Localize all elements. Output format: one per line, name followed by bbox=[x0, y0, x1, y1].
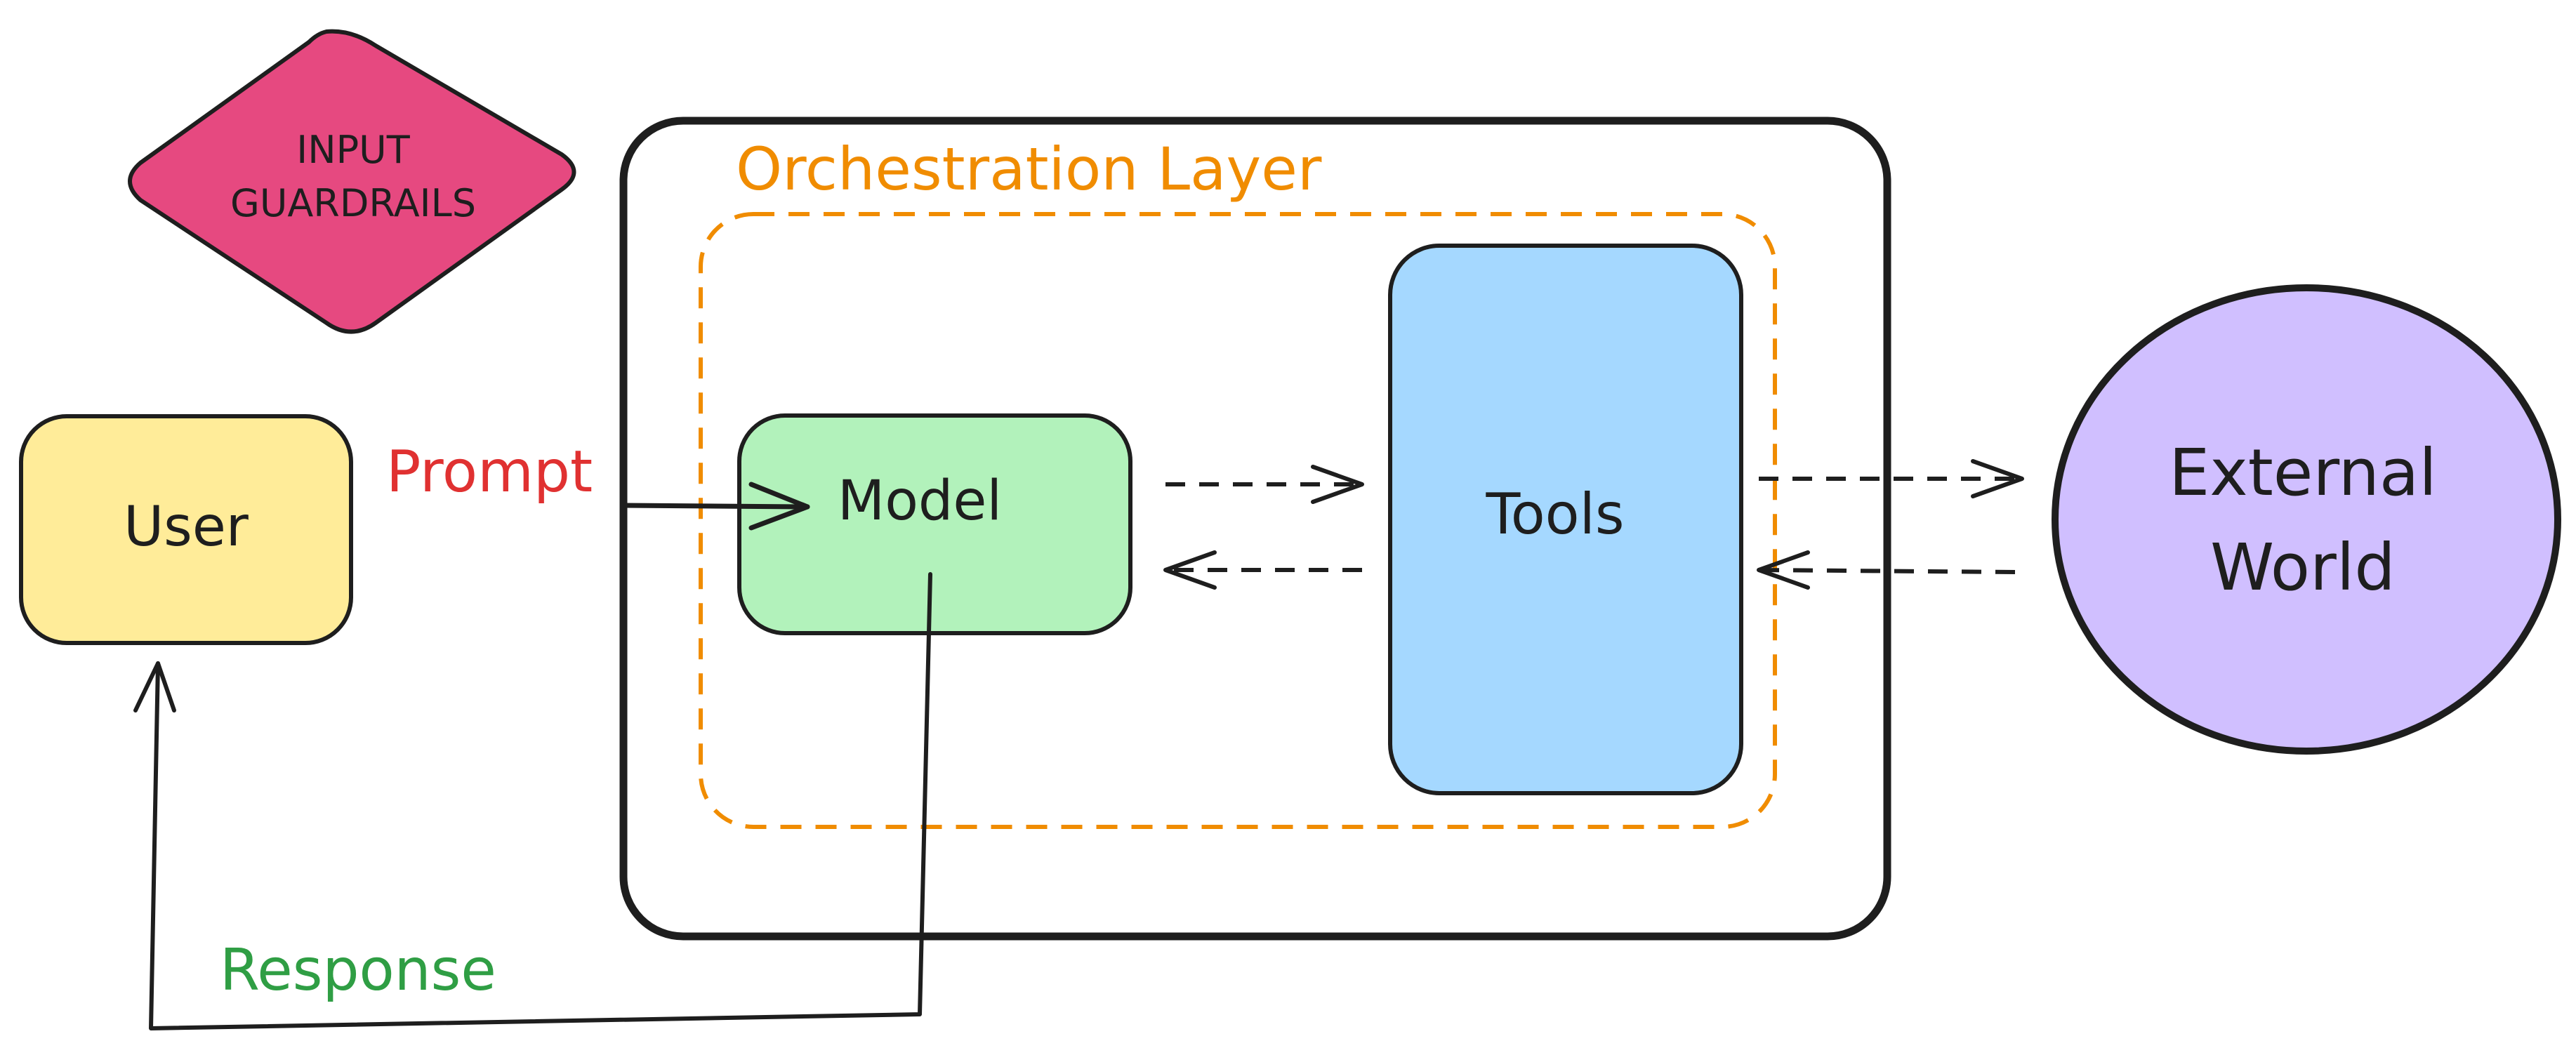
input-guardrails-label-line2: GUARDRAILS bbox=[230, 181, 476, 225]
prompt-label: Prompt bbox=[386, 439, 593, 505]
prompt-arrow bbox=[621, 482, 810, 531]
response-arrow bbox=[133, 572, 932, 1030]
user-node[interactable]: User bbox=[19, 414, 353, 645]
external-world-node[interactable]: External World bbox=[2052, 284, 2561, 755]
tools-to-model-arrow bbox=[1163, 550, 1362, 590]
tools-to-external-arrow bbox=[1759, 459, 2024, 498]
model-box bbox=[737, 413, 1132, 635]
model-label: Model bbox=[838, 470, 1002, 533]
tools-node[interactable]: Tools bbox=[1388, 244, 1743, 795]
external-to-tools-arrow bbox=[1757, 550, 2016, 590]
external-world-label-line2: World bbox=[2210, 530, 2396, 605]
orchestration-layer-title: Orchestration Layer bbox=[736, 135, 1322, 204]
external-world-circle bbox=[2052, 284, 2561, 755]
user-box bbox=[19, 414, 353, 645]
model-node[interactable]: Model bbox=[737, 413, 1132, 635]
external-world-label-line1: External bbox=[2169, 435, 2437, 510]
orchestration-inner-group[interactable] bbox=[699, 212, 1777, 829]
input-guardrails-label-line1: INPUT bbox=[296, 128, 410, 172]
input-guardrails-diamond bbox=[128, 29, 576, 334]
response-label: Response bbox=[220, 937, 496, 1004]
input-guardrails-node[interactable]: INPUT GUARDRAILS bbox=[128, 29, 576, 334]
user-label: User bbox=[124, 496, 249, 559]
orchestration-layer-box[interactable] bbox=[619, 117, 1891, 941]
tools-label: Tools bbox=[1485, 482, 1624, 547]
model-to-tools-arrow bbox=[1165, 465, 1364, 504]
tools-box bbox=[1388, 244, 1743, 795]
